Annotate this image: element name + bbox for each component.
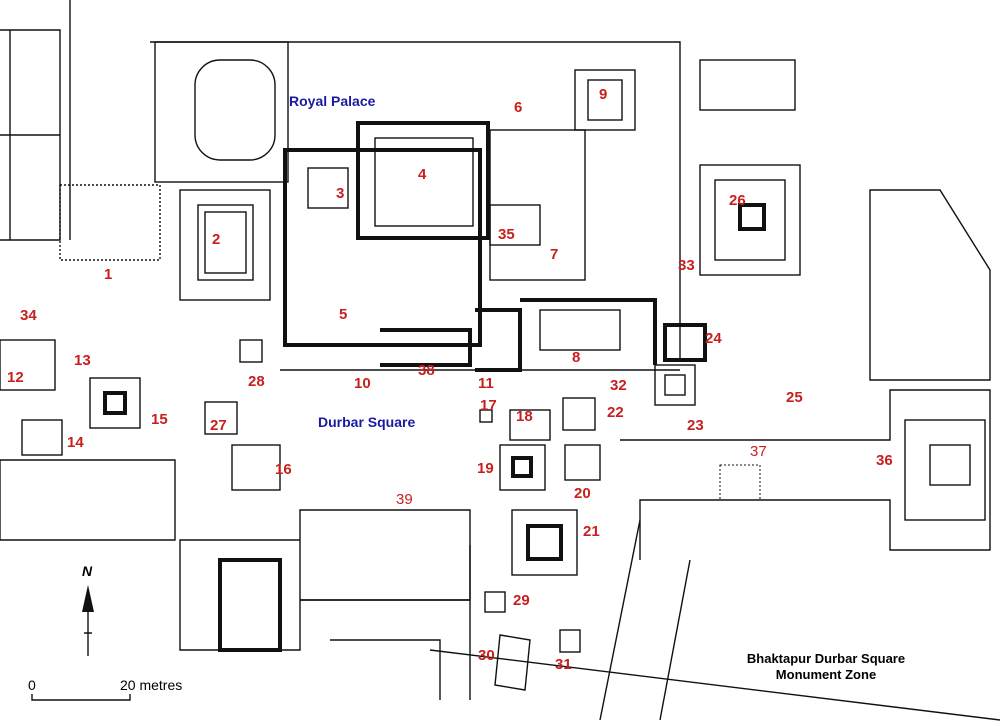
monument-6: 6 [514,99,522,116]
monument-23: 23 [687,417,704,434]
monument-22: 22 [607,404,624,421]
monument-37: 37 [750,443,767,460]
monument-9: 9 [599,86,607,103]
durbar-square-label: Durbar Square [318,414,415,430]
monument-14: 14 [67,434,84,451]
monument-31: 31 [555,656,572,673]
monument-12: 12 [7,369,24,386]
monument-5: 5 [339,306,347,323]
north-label: N [82,563,93,579]
royal-palace-label: Royal Palace [289,93,376,109]
monument-24: 24 [705,330,722,347]
monument-33: 33 [678,257,695,274]
monument-17: 17 [480,397,497,414]
scale-start: 0 [28,677,36,693]
map-title-line2: Monument Zone [776,667,876,682]
monument-10: 10 [354,375,371,392]
monument-21: 21 [583,523,600,540]
monument-2: 2 [212,231,220,248]
map-title-line1: Bhaktapur Durbar Square [747,651,905,666]
north-arrow-icon [82,585,94,612]
monument-39: 39 [396,491,413,508]
monument-25: 25 [786,389,803,406]
monument-34: 34 [20,307,37,324]
monument-3: 3 [336,185,344,202]
monument-38: 38 [418,362,435,379]
monument-30: 30 [478,647,495,664]
monument-1: 1 [104,266,112,283]
scale-bar: 0 20 metres [28,677,182,701]
monument-19: 19 [477,460,494,477]
monument-32: 32 [610,377,627,394]
monument-20: 20 [574,485,591,502]
monument-15: 15 [151,411,168,428]
monument-29: 29 [513,592,530,609]
monument-labels: 1 2 3 4 5 6 7 8 9 10 11 12 13 14 15 16 1… [7,86,893,673]
monument-16: 16 [275,461,292,478]
monument-26: 26 [729,192,746,209]
scale-end: 20 metres [120,677,182,693]
monument-13: 13 [74,352,91,369]
monument-4: 4 [418,166,427,183]
monument-35: 35 [498,226,515,243]
north-arrow: N [82,563,94,656]
monument-11: 11 [478,375,494,392]
monument-28: 28 [248,373,265,390]
monument-8: 8 [572,349,580,366]
monument-36: 36 [876,452,893,469]
monument-7: 7 [550,246,558,263]
monument-18: 18 [516,408,533,425]
monument-27: 27 [210,417,227,434]
